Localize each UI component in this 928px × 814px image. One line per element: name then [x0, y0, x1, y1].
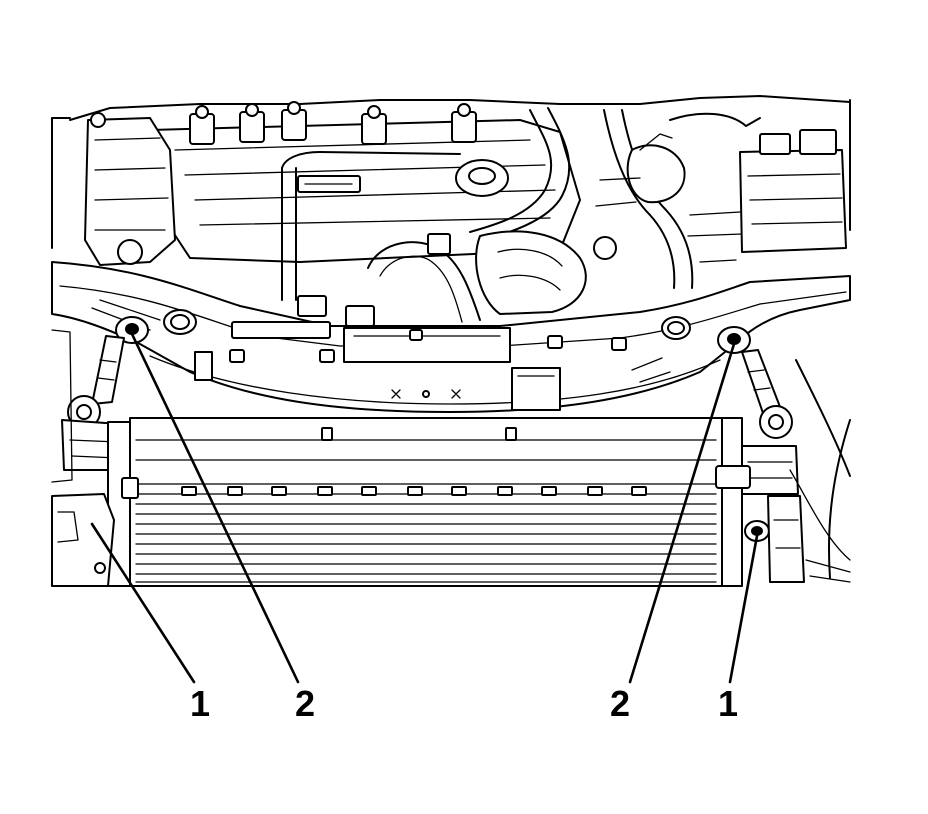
callout-right-2: 2: [610, 683, 630, 724]
engine-compartment: [51, 95, 851, 327]
left-upper-bolt: [115, 316, 149, 344]
leader-lines: [90, 332, 759, 684]
radiator-clips: [181, 486, 647, 496]
leader-left-2: [130, 332, 300, 684]
coil-row: [189, 101, 477, 145]
callout-left-2: 2: [295, 683, 315, 724]
leader-right-2: [628, 342, 736, 684]
leader-left-1: [90, 522, 196, 684]
callout-left-1: 1: [190, 683, 210, 724]
leader-right-1: [728, 534, 759, 684]
callout-right-1: 1: [718, 683, 738, 724]
right-upper-bolt: [717, 326, 751, 354]
side-structure: [51, 329, 851, 587]
callout-labels: 1 2 2 1: [190, 683, 738, 724]
radiator-core: [107, 417, 751, 587]
radiator-support-crossmember: [51, 261, 851, 413]
